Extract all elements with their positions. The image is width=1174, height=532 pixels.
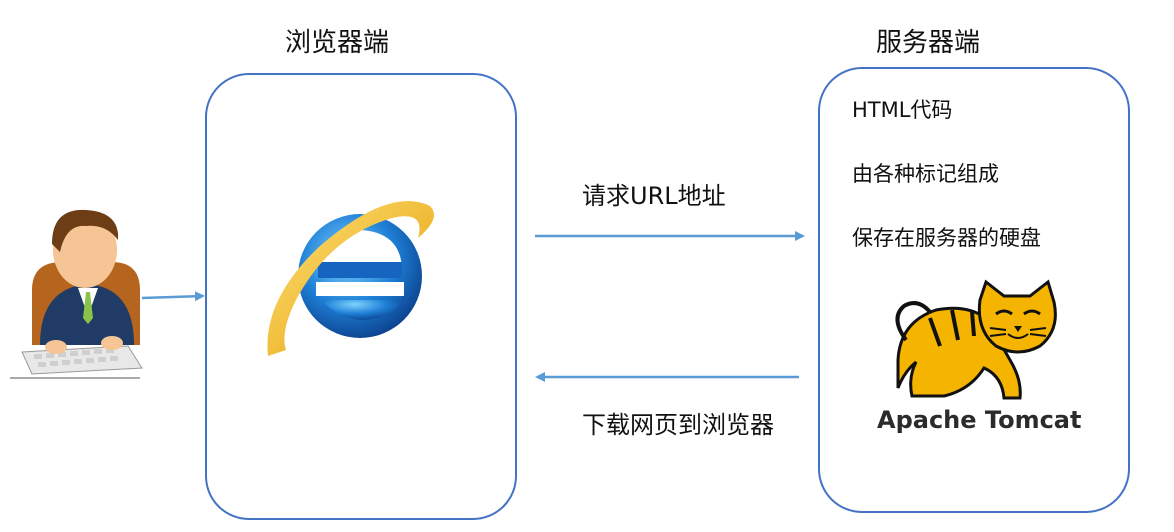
- server-line-storage: 保存在服务器的硬盘: [852, 226, 1041, 250]
- tomcat-logo-text: Apache Tomcat: [877, 406, 1082, 434]
- request-label: 请求URL地址: [582, 182, 726, 210]
- browser-box: [205, 73, 517, 520]
- user-to-browser-arrow: [141, 291, 205, 302]
- server-box: [818, 67, 1130, 513]
- server-line-markup: 由各种标记组成: [852, 162, 999, 186]
- server-line-html-code: HTML代码: [852, 98, 953, 122]
- browser-title: 浏览器端: [285, 28, 390, 58]
- server-title: 服务器端: [876, 28, 981, 58]
- response-label: 下载网页到浏览器: [582, 411, 774, 439]
